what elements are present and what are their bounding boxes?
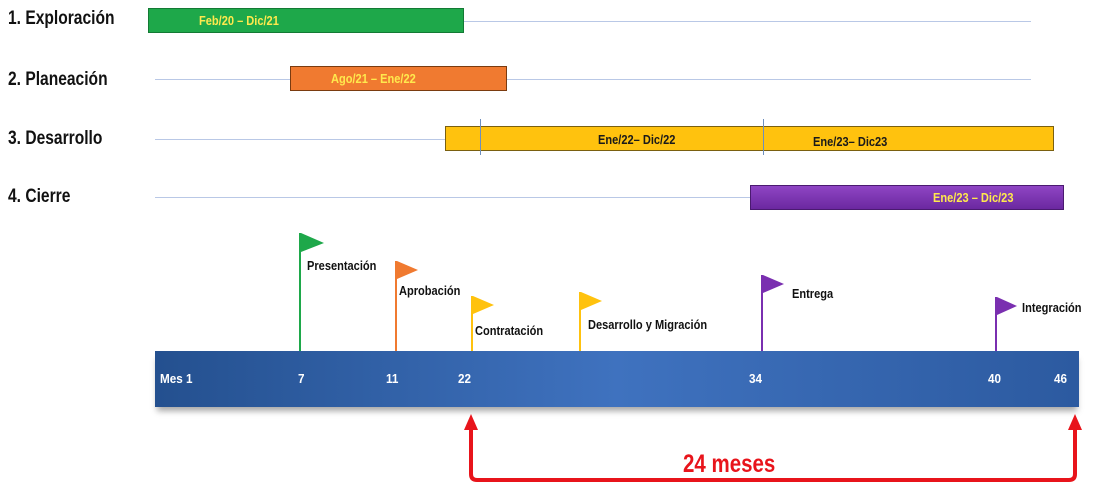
timeline-tick-40: 40 <box>988 371 1002 386</box>
phase-bar-planeacion: Ago/21 – Ene/22 <box>290 66 507 91</box>
timeline-tick-46: 46 <box>1054 371 1068 386</box>
phase-bar-exploracion-label: Feb/20 – Dic/21 <box>199 13 279 28</box>
timeline-tick-11: 11 <box>386 371 399 386</box>
timeline-tick-34: 34 <box>749 371 763 386</box>
milestone-label-aprobacion: Aprobación <box>399 283 461 298</box>
milestone-label-desarrollo-migracion: Desarrollo y Migración <box>588 317 708 332</box>
milestone-label-entrega: Entrega <box>792 286 834 301</box>
phase-bar-desarrollo: Ene/22– Dic/22 Ene/23– Dic23 <box>445 126 1054 151</box>
phase-bar-desarrollo-label-1: Ene/22– Dic/22 <box>598 132 676 147</box>
milestone-label-presentacion: Presentación <box>307 258 377 273</box>
lane-line-cierre <box>155 197 1031 198</box>
phase-bar-exploracion: Feb/20 – Dic/21 <box>148 8 464 33</box>
desarrollo-divider-2 <box>763 119 764 155</box>
lane-line-planeacion <box>155 79 1031 80</box>
flag-icon-presentacion <box>299 233 324 351</box>
flag-icon-desarrollo-migracion <box>579 292 602 351</box>
duration-label: 24 meses <box>683 450 776 478</box>
phase-bar-desarrollo-label-2: Ene/23– Dic23 <box>813 134 888 149</box>
phase-label-exploracion: 1. Exploración <box>8 8 115 29</box>
timeline-tick-22: 22 <box>458 371 472 386</box>
phase-label-cierre: 4. Cierre <box>8 186 71 207</box>
phase-label-desarrollo: 3. Desarrollo <box>8 128 103 149</box>
lane-line-exploracion <box>155 21 1031 22</box>
timeline-tick-mes1: Mes 1 <box>160 371 193 386</box>
phase-bar-planeacion-label: Ago/21 – Ene/22 <box>331 71 416 86</box>
phase-bar-cierre: Ene/23 – Dic/23 <box>750 185 1064 210</box>
timeline-tick-7: 7 <box>298 371 305 386</box>
flag-icon-contratacion <box>471 296 494 351</box>
milestone-label-integracion: Integración <box>1022 300 1082 315</box>
phase-label-planeacion: 2. Planeación <box>8 69 108 90</box>
desarrollo-divider-1 <box>480 119 481 155</box>
phase-bar-cierre-label: Ene/23 – Dic/23 <box>933 190 1014 205</box>
flag-icon-entrega <box>761 275 784 351</box>
flag-icon-integracion <box>995 297 1017 351</box>
timeline-bar <box>155 351 1079 407</box>
flag-icon-aprobacion <box>395 261 418 351</box>
milestone-label-contratacion: Contratación <box>475 323 544 338</box>
